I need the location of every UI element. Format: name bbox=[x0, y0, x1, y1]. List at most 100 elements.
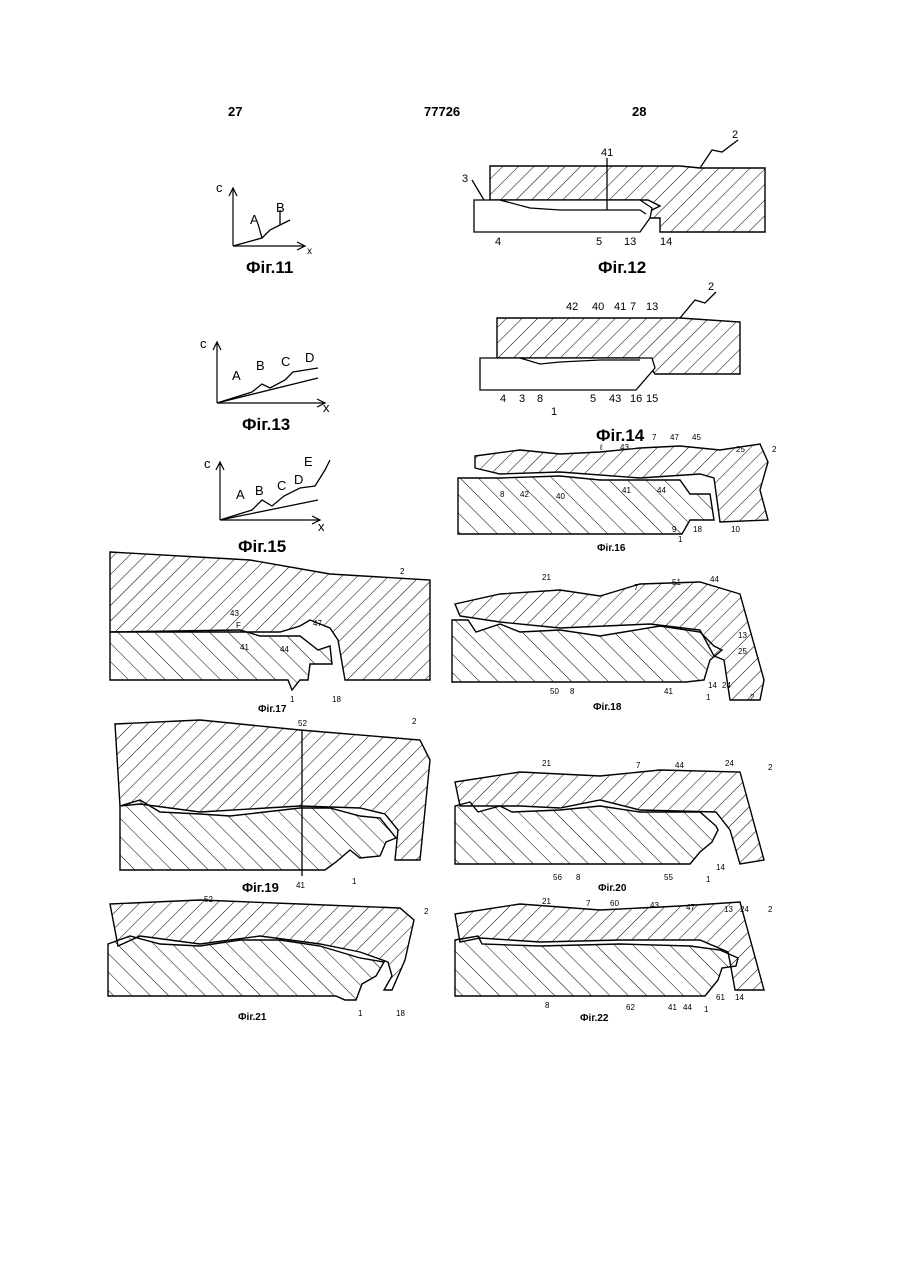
fig20-ref-21: 21 bbox=[542, 759, 551, 768]
fig22-ref-14: 14 bbox=[735, 993, 744, 1002]
fig16-ref-44: 44 bbox=[657, 486, 666, 495]
fig14-ref-42: 42 bbox=[566, 301, 578, 313]
fig18-ref-8: 8 bbox=[570, 687, 575, 696]
fig13-graph: c x A B C D bbox=[200, 336, 330, 415]
fig11-axis-y: c bbox=[216, 180, 223, 195]
fig17-ref-F: F bbox=[236, 621, 241, 630]
fig20-ref-1: 1 bbox=[706, 875, 711, 884]
fig20-ref-55: 55 bbox=[664, 873, 673, 882]
fig18-ref-41: 41 bbox=[664, 687, 673, 696]
fig18-caption: Фіг.18 bbox=[593, 702, 621, 713]
fig20-ref-44: 44 bbox=[675, 761, 684, 770]
fig21-section: 52 2 1 18 bbox=[108, 895, 429, 1018]
fig17-ref-2: 2 bbox=[400, 567, 405, 576]
fig11-curve-a: A bbox=[250, 212, 259, 227]
fig20-ref-56: 56 bbox=[553, 873, 562, 882]
fig14-section: 2 42 40 41 7 13 4 3 8 1 5 43 16 15 bbox=[480, 281, 740, 418]
fig13-axis-y: c bbox=[200, 336, 207, 351]
fig15-caption: Фіг.15 bbox=[238, 537, 286, 557]
fig17-ref-47: 47 bbox=[313, 619, 322, 628]
fig15-axis-x: x bbox=[318, 519, 325, 534]
fig14-ref-5: 5 bbox=[590, 393, 596, 405]
fig17-ref-43: 43 bbox=[230, 609, 239, 618]
fig13-curve-d: D bbox=[305, 350, 314, 365]
fig18-ref-50: 50 bbox=[550, 687, 559, 696]
fig22-ref-2: 2 bbox=[768, 905, 773, 914]
fig18-ref-21: 21 bbox=[542, 573, 551, 582]
fig14-ref-43: 43 bbox=[609, 393, 621, 405]
fig20-section: 21 7 44 24 2 56 8 55 14 1 bbox=[455, 759, 773, 884]
fig17-ref-1: 1 bbox=[290, 695, 295, 704]
fig18-ref-13: 13 bbox=[738, 631, 747, 640]
fig16-ref-42: 42 bbox=[520, 490, 529, 499]
fig22-ref-44: 44 bbox=[683, 1003, 692, 1012]
fig17-caption: Фіг.17 bbox=[258, 704, 286, 715]
fig14-ref-41: 41 bbox=[614, 301, 626, 313]
fig19-ref-2: 2 bbox=[412, 717, 417, 726]
fig22-ref-60: 60 bbox=[610, 899, 619, 908]
fig22-ref-8: 8 bbox=[545, 1001, 550, 1010]
fig21-ref-18: 18 bbox=[396, 1009, 405, 1018]
fig16-section: ℓ 43 7 47 45 25 2 8 42 40 41 44 9 18 10 … bbox=[458, 433, 777, 544]
fig20-ref-14: 14 bbox=[716, 863, 725, 872]
fig15-graph: c x A B C D E bbox=[204, 454, 330, 534]
fig17-ref-44: 44 bbox=[280, 645, 289, 654]
fig14-ref-1: 1 bbox=[551, 406, 557, 418]
fig18-ref-51: 51 bbox=[672, 578, 681, 587]
fig16-ref-9: 9 bbox=[672, 525, 677, 534]
fig11-graph: c x A B bbox=[216, 180, 312, 257]
fig12-caption: Фіг.12 bbox=[598, 258, 646, 278]
fig15-curve-c: C bbox=[277, 478, 286, 493]
fig14-ref-8: 8 bbox=[537, 393, 543, 405]
fig22-ref-13: 13 bbox=[724, 905, 733, 914]
fig17-ref-41: 41 bbox=[240, 643, 249, 652]
fig15-curve-a: A bbox=[236, 487, 245, 502]
fig21-ref-52: 52 bbox=[204, 895, 213, 904]
fig16-ref-10: 10 bbox=[731, 525, 740, 534]
fig20-ref-24: 24 bbox=[725, 759, 734, 768]
fig16-ref-18: 18 bbox=[693, 525, 702, 534]
fig18-ref-2: 2 bbox=[750, 693, 755, 702]
fig22-ref-43: 43 bbox=[650, 901, 659, 910]
fig21-ref-1: 1 bbox=[358, 1009, 363, 1018]
fig14-caption: Фіг.14 bbox=[596, 426, 644, 446]
fig11-curve-b: B bbox=[276, 200, 285, 215]
fig13-curve-b: B bbox=[256, 358, 265, 373]
fig16-caption: Фіг.16 bbox=[597, 543, 625, 554]
fig21-ref-2: 2 bbox=[424, 907, 429, 916]
fig11-caption: Фіг.11 bbox=[246, 258, 293, 278]
fig15-axis-y: c bbox=[204, 456, 211, 471]
fig20-ref-7: 7 bbox=[636, 761, 641, 770]
fig12-ref-14: 14 bbox=[660, 236, 672, 248]
fig13-curve-c: C bbox=[281, 354, 290, 369]
fig16-ref-47: 47 bbox=[670, 433, 679, 442]
fig13-caption: Фіг.13 bbox=[242, 415, 290, 435]
fig16-ref-8: 8 bbox=[500, 490, 505, 499]
fig19-section: 52 2 41 1 bbox=[115, 717, 430, 890]
fig16-ref-7: 7 bbox=[652, 433, 657, 442]
fig22-ref-41: 41 bbox=[668, 1003, 677, 1012]
fig12-section: 2 41 3 4 5 13 14 bbox=[462, 129, 765, 248]
fig14-ref-4: 4 bbox=[500, 393, 506, 405]
fig16-ref-41: 41 bbox=[622, 486, 631, 495]
fig18-ref-24: 24 bbox=[722, 681, 731, 690]
fig22-ref-1: 1 bbox=[704, 1005, 709, 1014]
fig20-caption: Фіг.20 bbox=[598, 883, 626, 894]
fig16-ref-45: 45 bbox=[692, 433, 701, 442]
fig15-curve-d: D bbox=[294, 472, 303, 487]
fig16-ref-40: 40 bbox=[556, 492, 565, 501]
fig22-ref-47: 47 bbox=[686, 903, 695, 912]
fig13-axis-x: x bbox=[323, 400, 330, 415]
fig20-ref-8: 8 bbox=[576, 873, 581, 882]
fig21-caption: Фіг.21 bbox=[238, 1012, 266, 1023]
fig14-ref-2: 2 bbox=[708, 281, 714, 293]
fig11-axis-x: x bbox=[307, 246, 312, 257]
fig22-ref-7: 7 bbox=[586, 899, 591, 908]
fig12-ref-2: 2 bbox=[732, 129, 738, 141]
fig12-ref-41: 41 bbox=[601, 147, 613, 159]
fig18-ref-25: 25 bbox=[738, 647, 747, 656]
fig19-caption: Фіг.19 bbox=[242, 880, 279, 895]
fig12-ref-3: 3 bbox=[462, 173, 468, 185]
fig22-ref-61: 61 bbox=[716, 993, 725, 1002]
